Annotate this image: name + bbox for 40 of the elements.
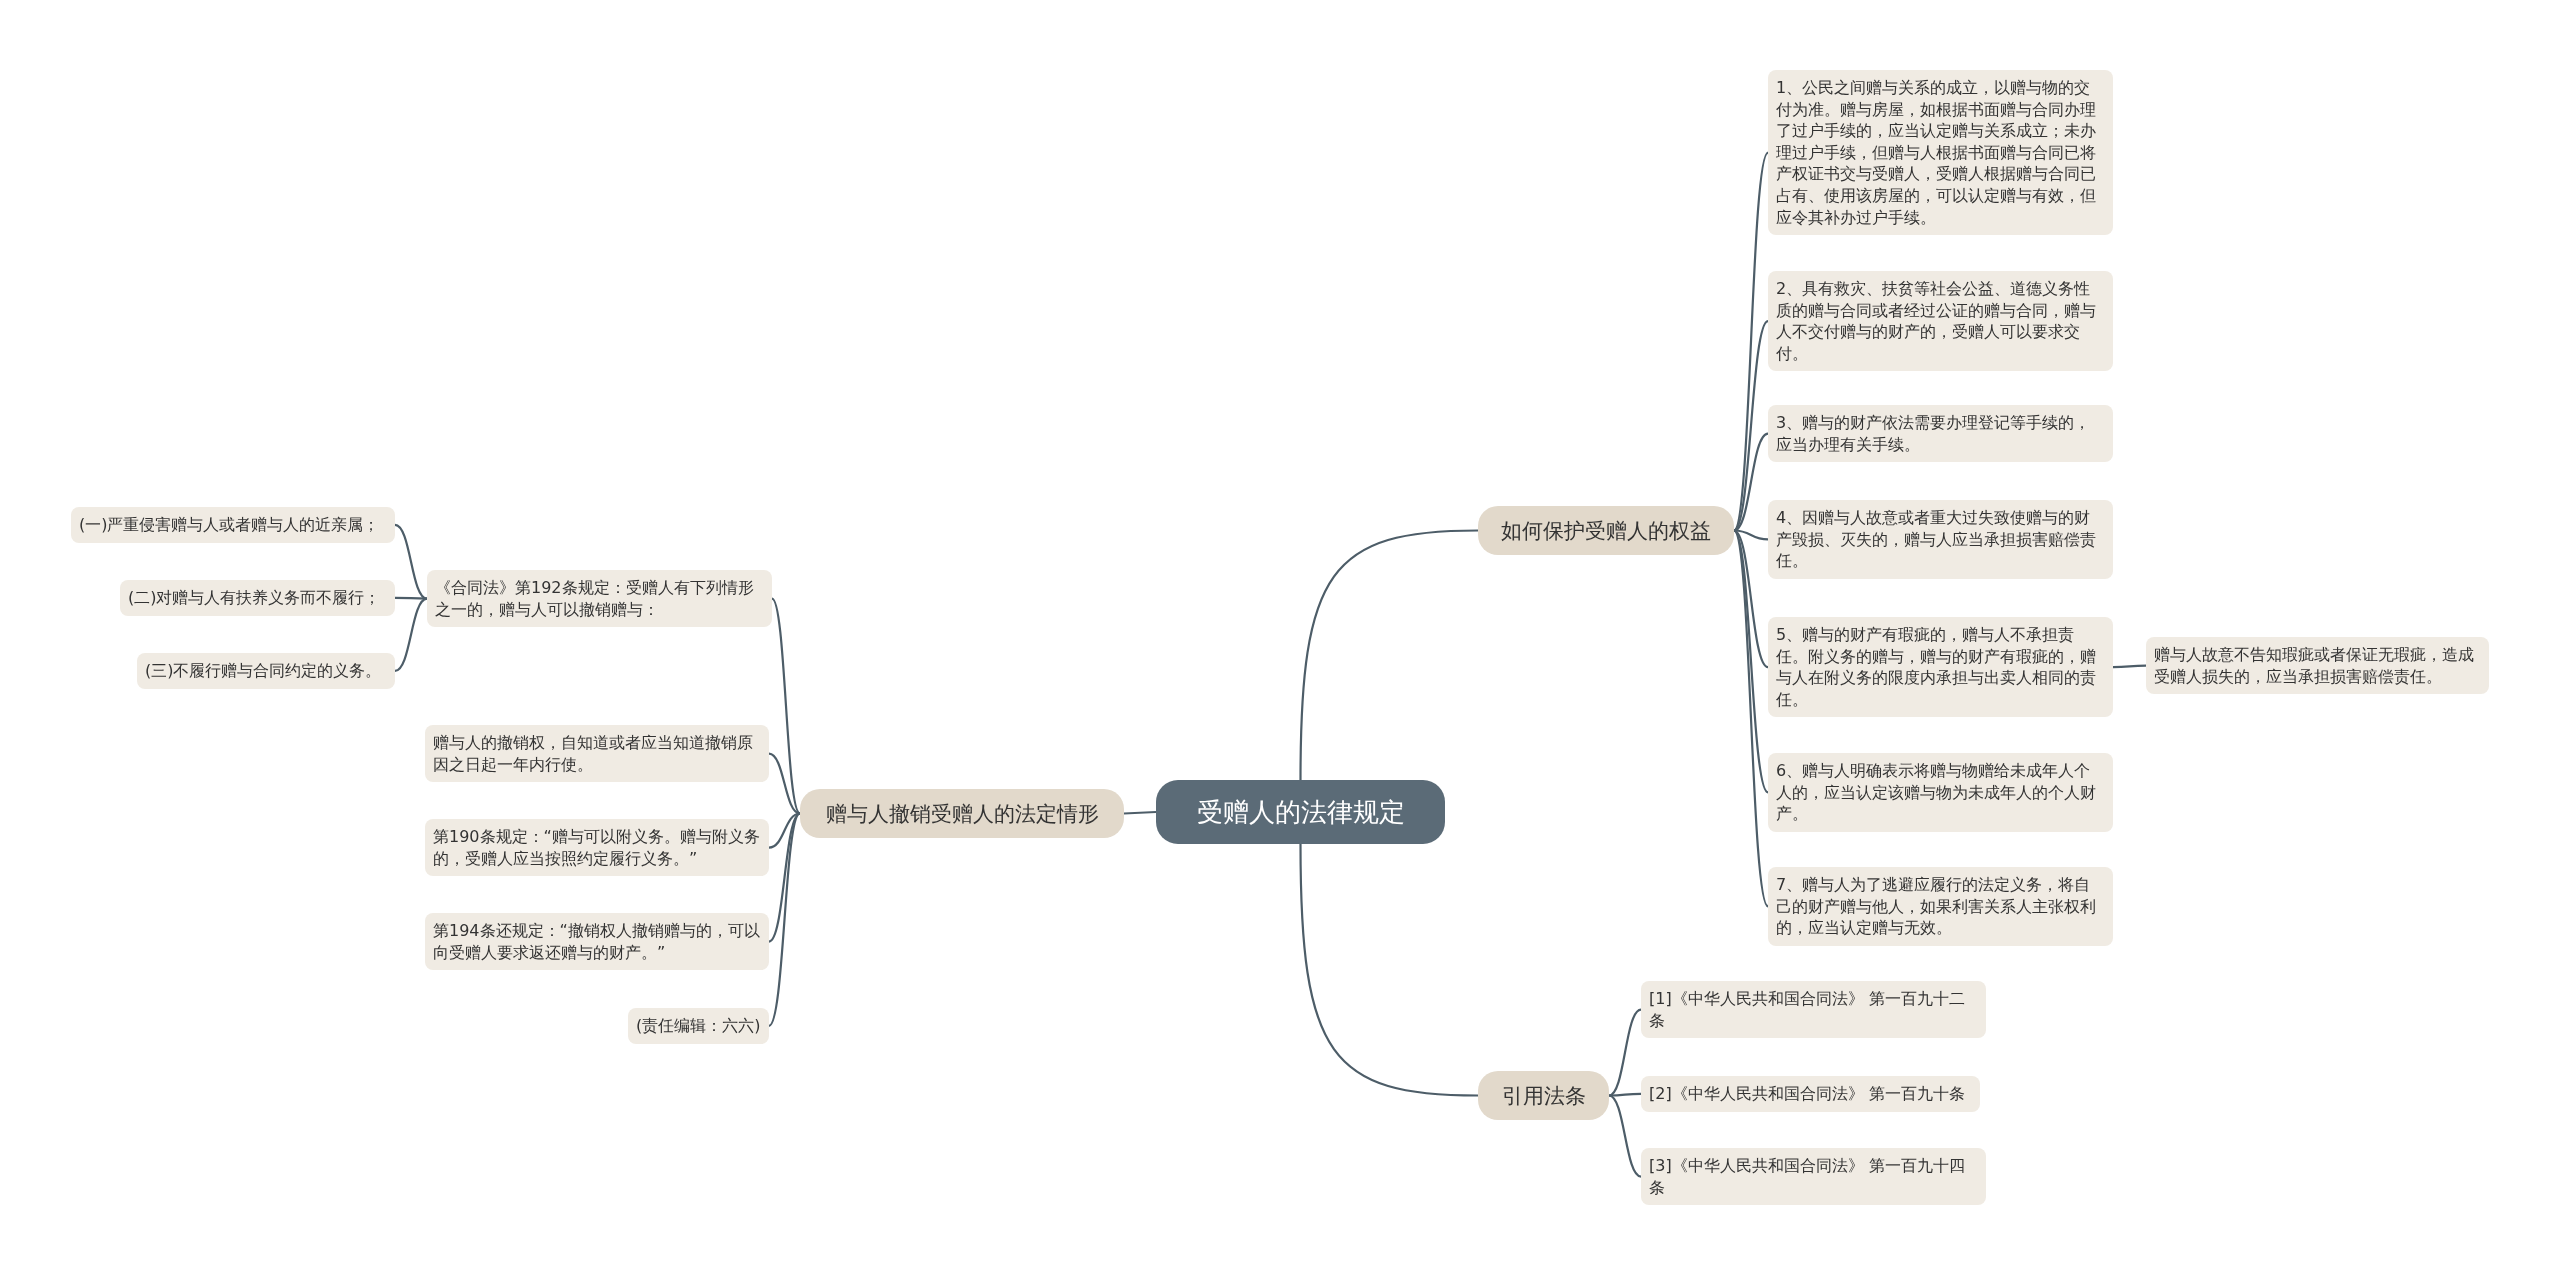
note-box: 1、公民之间赠与关系的成立，以赠与物的交付为准。赠与房屋，如根据书面赠与合同办理了过户手续的，应当认定赠与关系成立；未办理过户手续，但赠与人根据书面赠与合同已将产权证书交与受赠人，受赠人根据赠与合同已占有、使用该房屋的，可以认定赠与有效，但应令其补办过户手续。 [1768,70,2113,236]
branch-topic-box: 赠与人撤销受赠人的法定情形 [800,789,1124,838]
connector-line [768,812,801,1027]
branch-topic-box: 引用法条 [1478,1071,1609,1120]
connector-line [768,752,801,815]
connector-line [394,597,428,672]
note-box: 3、赠与的财产依法需要办理登记等手续的，应当办理有关手续。 [1768,405,2113,463]
connector-line [1608,1008,1642,1097]
branch-topic-box: 如何保护受赠人的权益 [1478,506,1734,555]
note-box: [2]《中华人民共和国合同法》 第一百九十条 [1641,1076,1980,1112]
note-box: 7、赠与人为了逃避应履行的法定义务，将自己的财产赠与他人，如果利害关系人主张权利的，应当认定赠与无效。 [1768,867,2113,946]
note-box: 4、因赠与人故意或者重大过失致使赠与的财产毁损、灭失的，赠与人应当承担损害赔偿责任。 [1768,500,2113,579]
note-box: [1]《中华人民共和国合同法》 第一百九十二条 [1641,981,1986,1039]
connector-line [771,597,801,815]
connector-line [1123,810,1157,815]
note-box: 2、具有救灾、扶贫等社会公益、道德义务性质的赠与合同或者经过公证的赠与合同，赠与人不交付赠与的财产的，受赠人可以要求交付。 [1768,271,2113,372]
connector-line [1609,1092,1641,1097]
connector-line [2113,664,2146,669]
connector-line [1733,320,1769,532]
connector-line [1299,844,1479,1097]
connector-line [1733,530,1769,907]
note-box: 《合同法》第192条规定：受赠人有下列情形之一的，赠与人可以撤销赠与： [427,570,772,628]
note-box: [3]《中华人民共和国合同法》 第一百九十四条 [1641,1148,1986,1206]
note-box: (二)对赠与人有扶养义务而不履行； [120,580,395,616]
note-box: (三)不履行赠与合同约定的义务。 [137,653,395,689]
connector-line [1733,529,1769,669]
note-box: 6、赠与人明确表示将赠与物赠给未成年人个人的，应当认定该赠与物为未成年人的个人财产。 [1768,753,2113,832]
connector-line [1299,529,1479,780]
connector-line [768,812,801,943]
connector-line [1733,529,1769,794]
note-box: 赠与人故意不告知瑕疵或者保证无瑕疵，造成受赠人损失的，应当承担损害赔偿责任。 [2146,637,2489,695]
note-box: (责任编辑：六六) [628,1008,769,1044]
note-box: 赠与人的撤销权，自知道或者应当知道撤销原因之日起一年内行使。 [425,725,769,783]
connector-line [395,596,427,600]
note-box: (一)严重侵害赠与人或者赠与人的近亲属； [71,507,395,543]
connector-line [1608,1094,1642,1178]
note-box: 5、赠与的财产有瑕疵的，赠与人不承担责任。附义务的赠与，赠与的财产有瑕疵的，赠与人在附义务的限度内承担与出卖人相同的责任。 [1768,617,2113,718]
note-box: 第190条规定：“赠与可以附义务。赠与附义务的，受赠人应当按照约定履行义务。” [425,819,769,877]
central-topic-box: 受赠人的法律规定 [1156,780,1445,844]
note-box: 第194条还规定：“撤销权人撤销赠与的，可以向受赠人要求返还赠与的财产。” [425,913,769,971]
